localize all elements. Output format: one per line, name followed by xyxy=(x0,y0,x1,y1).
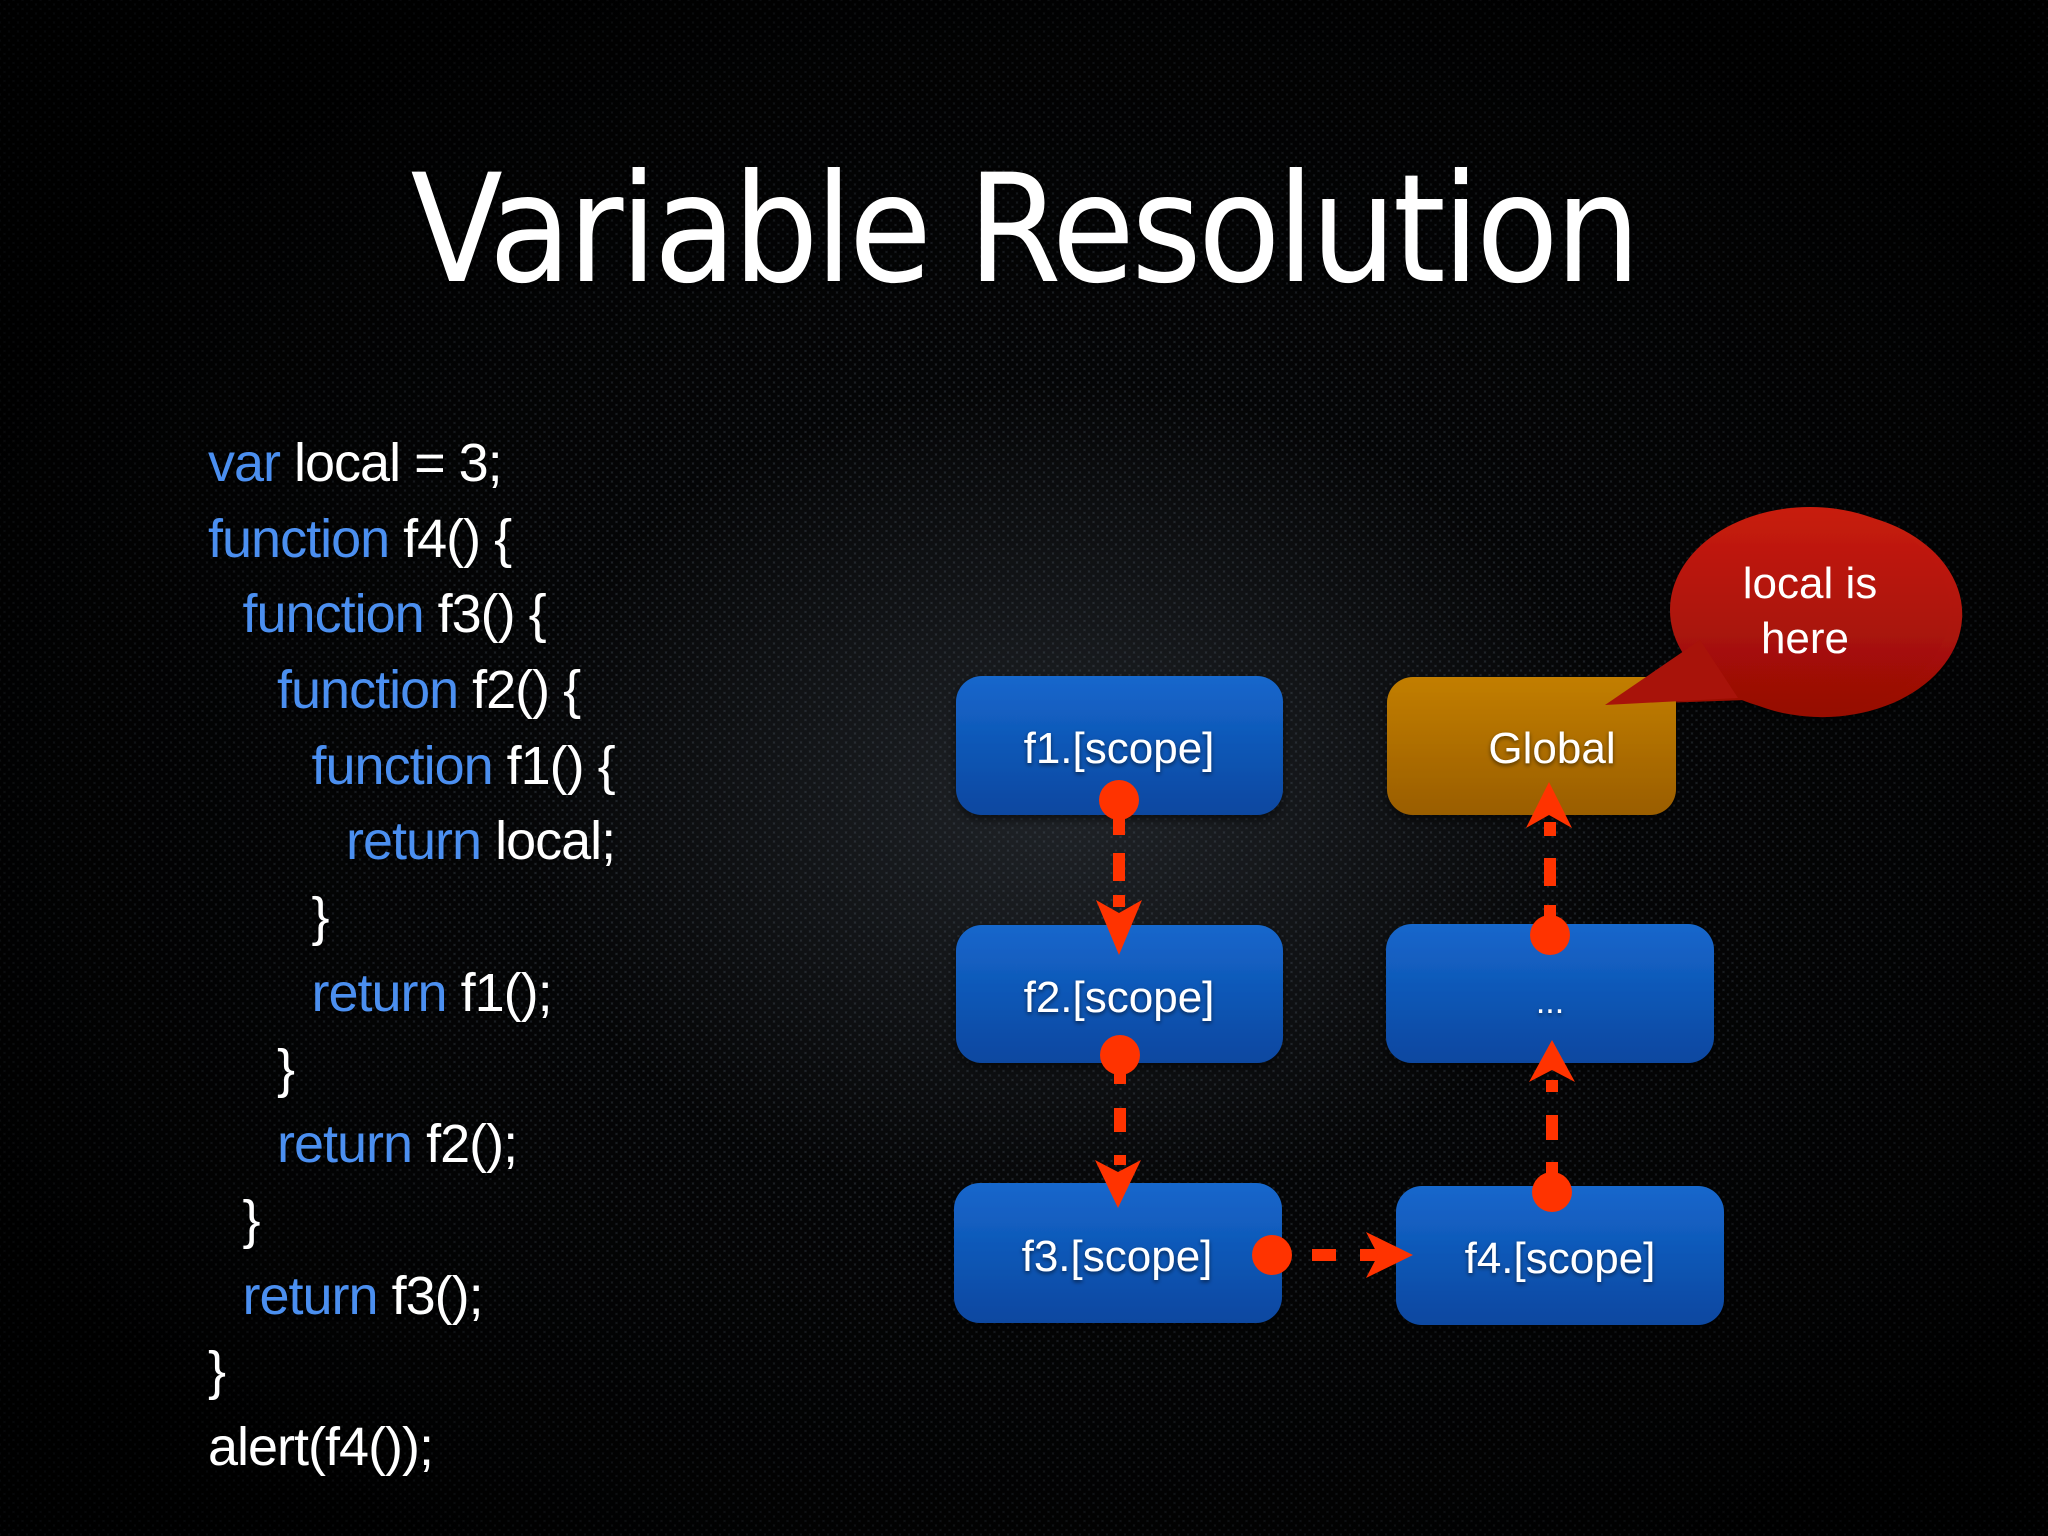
node-f2: f2.[scope] xyxy=(956,925,1283,1063)
code-line: return f3(); xyxy=(208,1259,615,1335)
arrow-ellipsis-to-global xyxy=(1526,782,1572,955)
code-line: function f4() { xyxy=(208,502,615,578)
code-line: function f1() { xyxy=(208,729,616,805)
node-f1-label: f1.[scope] xyxy=(1024,724,1215,773)
node-f4: f4.[scope] xyxy=(1396,1186,1724,1325)
code-line: } xyxy=(208,1183,615,1259)
code-keyword: function xyxy=(277,660,459,721)
callout-tail xyxy=(1605,640,1738,705)
code-line: } xyxy=(208,1032,615,1108)
code-text: f4() { xyxy=(389,508,512,569)
code-line: return f2(); xyxy=(208,1107,615,1183)
node-f4-label: f4.[scope] xyxy=(1465,1234,1656,1283)
node-ellipsis-label: ... xyxy=(1536,983,1564,1021)
code-line: var local = 3; xyxy=(208,426,615,502)
code-text: f1(); xyxy=(446,962,553,1023)
code-text: } xyxy=(311,887,330,948)
arrowhead-up-icon xyxy=(1529,1040,1575,1082)
arrowhead-down-icon xyxy=(1096,900,1142,955)
code-line: function f2() { xyxy=(208,653,615,729)
node-f3-label: f3.[scope] xyxy=(1022,1232,1213,1281)
code-line: return local; xyxy=(208,804,616,880)
arrow-f2-to-f3 xyxy=(1095,1035,1141,1208)
code-keyword: function xyxy=(242,584,425,645)
node-global-label: Global xyxy=(1488,724,1615,773)
code-line: } xyxy=(208,1334,615,1410)
node-ellipsis: ... xyxy=(1386,924,1714,1063)
code-text: local = 3; xyxy=(280,433,503,493)
code-line: return f1(); xyxy=(208,956,615,1032)
callout-line1: local is xyxy=(1743,559,1878,608)
callout-line2: here xyxy=(1761,614,1849,663)
code-keyword: return xyxy=(242,1265,379,1326)
node-global: Global xyxy=(1387,677,1676,815)
code-text: alert(f4()); xyxy=(208,1416,434,1477)
code-line: } xyxy=(208,880,615,956)
code-text: f2(); xyxy=(412,1114,518,1175)
code-line: alert(f4()); xyxy=(208,1410,615,1486)
arrow-f3-to-f4 xyxy=(1252,1232,1413,1278)
node-f2-label: f2.[scope] xyxy=(1024,973,1215,1022)
code-keyword: var xyxy=(208,433,281,493)
code-text: f3() { xyxy=(423,584,547,645)
slide-title: Variable Resolution xyxy=(410,143,1641,317)
code-keyword: function xyxy=(208,508,390,569)
code-text: f3(); xyxy=(377,1265,484,1326)
code-text: } xyxy=(242,1189,261,1250)
code-text: local; xyxy=(481,811,616,872)
code-block: var local = 3;function f4() {function f3… xyxy=(208,426,616,1486)
arrowhead-right-icon xyxy=(1366,1232,1413,1278)
arrowhead-up-icon xyxy=(1526,782,1572,828)
node-f3: f3.[scope] xyxy=(954,1183,1282,1323)
code-line: function f3() { xyxy=(208,577,615,653)
code-text: f1() { xyxy=(492,735,616,796)
node-f1: f1.[scope] xyxy=(956,676,1283,815)
code-text: f2() { xyxy=(458,660,581,721)
arrow-f4-to-ellipsis xyxy=(1529,1040,1575,1212)
code-keyword: return xyxy=(277,1114,413,1175)
arrow-f1-to-f2 xyxy=(1096,780,1142,955)
code-text: } xyxy=(208,1341,226,1402)
code-keyword: function xyxy=(311,735,494,796)
arrowhead-down-icon xyxy=(1095,1160,1141,1208)
code-keyword: return xyxy=(346,811,482,872)
code-keyword: return xyxy=(311,962,448,1023)
code-text: } xyxy=(277,1038,295,1099)
